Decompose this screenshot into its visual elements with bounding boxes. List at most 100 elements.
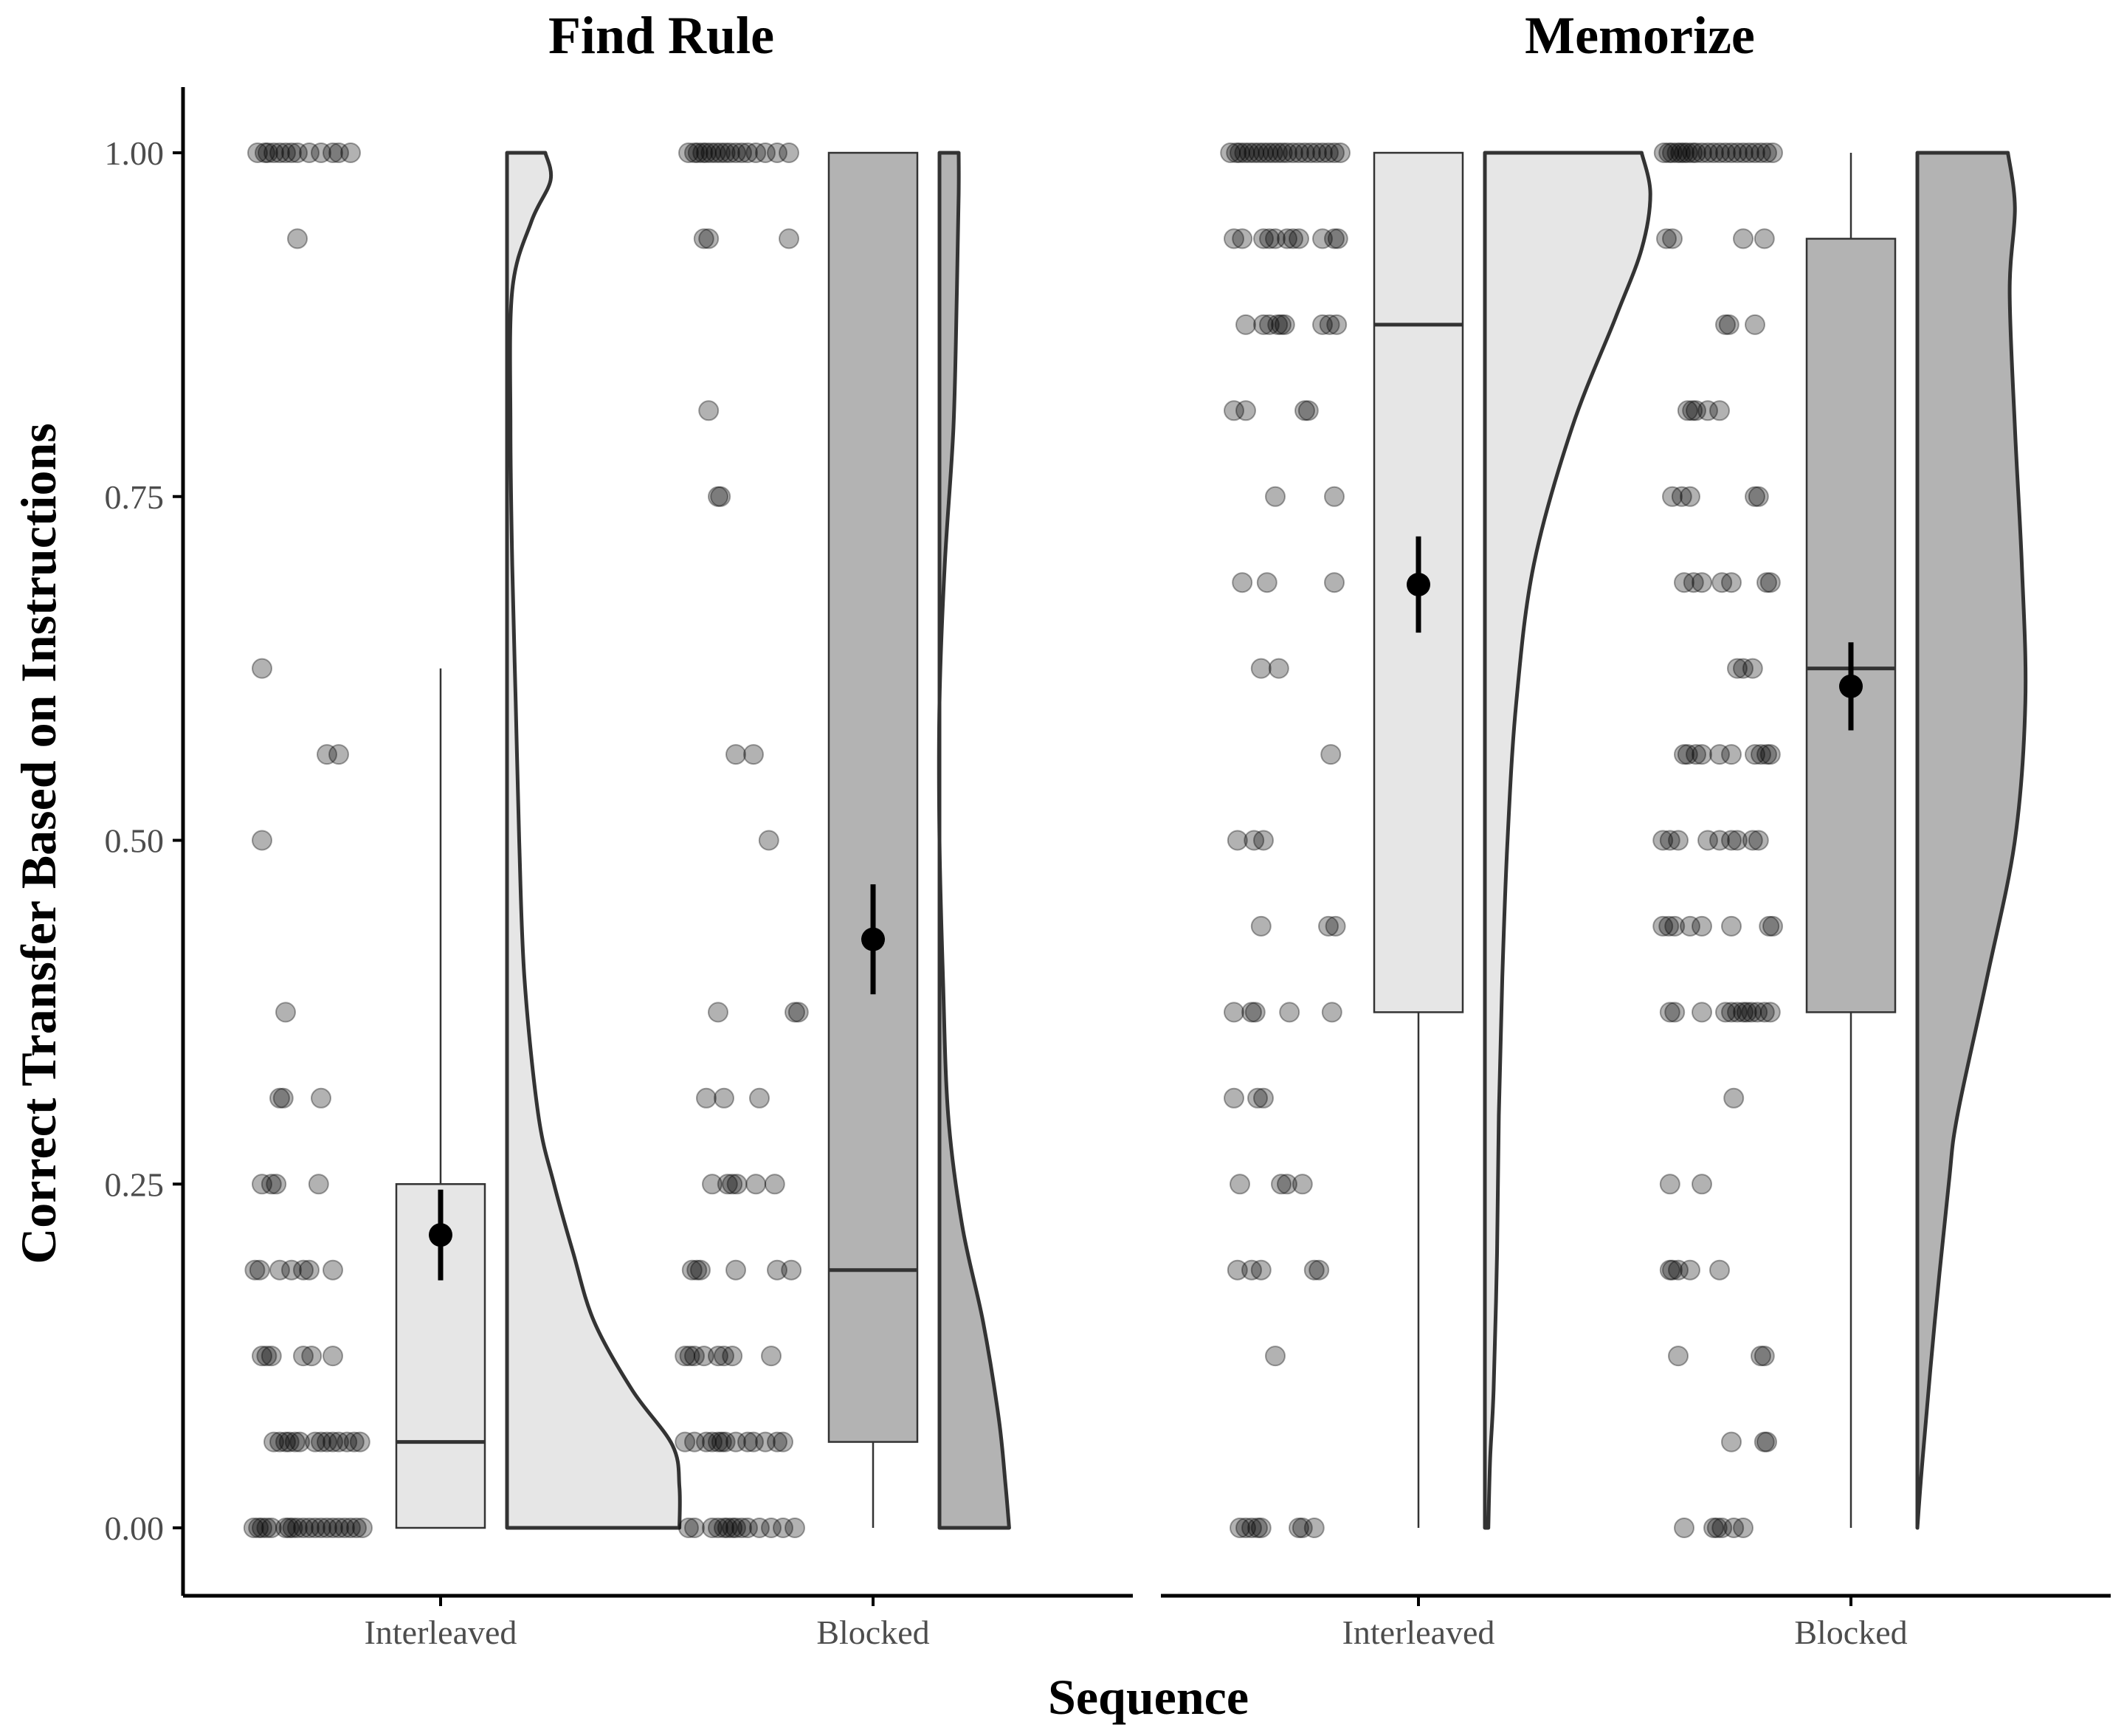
data-point-memorize-blocked <box>1759 572 1781 593</box>
y-tick-label: 0.00 <box>105 1509 165 1547</box>
data-point-memorize-blocked <box>1674 572 1694 593</box>
data-point-find-rule-interleaved <box>305 1518 325 1538</box>
data-point-memorize-interleaved <box>1277 1174 1297 1195</box>
mean-find-rule-interleaved <box>429 1223 452 1247</box>
data-point-memorize-interleaved <box>1312 142 1333 163</box>
data-point-memorize-blocked <box>1662 1259 1683 1281</box>
data-point-memorize-interleaved <box>1330 142 1351 163</box>
data-point-memorize-interleaved <box>1312 314 1333 335</box>
data-point-memorize-interleaved <box>1265 486 1286 507</box>
data-point-memorize-blocked <box>1709 400 1730 421</box>
data-point-find-rule-blocked <box>725 1518 746 1538</box>
data-point-memorize-interleaved <box>1325 915 1346 937</box>
data-point-find-rule-interleaved <box>323 1259 343 1281</box>
data-point-memorize-interleaved <box>1224 1087 1244 1109</box>
data-point-memorize-interleaved <box>1324 572 1345 593</box>
data-point-memorize-blocked <box>1658 915 1680 937</box>
data-point-memorize-blocked <box>1686 400 1706 421</box>
data-point-memorize-blocked <box>1751 142 1771 163</box>
data-point-find-rule-interleaved <box>256 1518 277 1538</box>
data-point-memorize-blocked <box>1653 142 1675 163</box>
data-point-find-rule-blocked <box>684 1346 705 1367</box>
data-point-memorize-interleaved <box>1230 1174 1250 1195</box>
y-tick-label: 0.75 <box>105 478 165 516</box>
data-point-memorize-blocked <box>1677 744 1698 765</box>
data-point-find-rule-interleaved <box>308 1174 329 1195</box>
data-point-find-rule-interleaved <box>323 1346 343 1367</box>
data-point-memorize-blocked <box>1674 142 1694 163</box>
x-axis-title: Sequence <box>1048 1669 1249 1725</box>
data-point-find-rule-blocked <box>761 1346 782 1367</box>
data-point-memorize-blocked <box>1662 142 1683 163</box>
data-point-memorize-interleaved <box>1258 142 1279 163</box>
data-point-memorize-blocked <box>1762 142 1783 163</box>
data-point-memorize-interleaved <box>1227 830 1248 851</box>
data-point-find-rule-interleaved <box>317 1518 337 1538</box>
data-point-find-rule-blocked <box>675 1431 696 1453</box>
data-point-find-rule-interleaved <box>346 1518 367 1538</box>
data-point-memorize-blocked <box>1754 1346 1775 1367</box>
data-point-find-rule-blocked <box>764 1174 785 1195</box>
data-point-memorize-blocked <box>1733 658 1754 679</box>
data-point-memorize-blocked <box>1756 572 1777 593</box>
data-point-memorize-interleaved <box>1312 228 1333 249</box>
data-point-memorize-blocked <box>1747 1002 1768 1023</box>
data-point-find-rule-blocked <box>684 1431 705 1453</box>
data-point-find-rule-blocked <box>679 1346 700 1367</box>
data-point-find-rule-interleaved <box>249 1259 270 1281</box>
data-point-find-rule-interleaved <box>337 1431 358 1453</box>
data-point-memorize-interleaved <box>1272 142 1293 163</box>
data-point-memorize-blocked <box>1748 486 1769 507</box>
data-point-memorize-blocked <box>1756 142 1777 163</box>
data-point-find-rule-blocked <box>767 1431 787 1453</box>
data-point-memorize-interleaved <box>1224 1002 1244 1023</box>
data-point-memorize-interleaved <box>1300 142 1321 163</box>
data-point-find-rule-interleaved <box>349 1431 370 1453</box>
data-point-memorize-blocked <box>1745 142 1765 163</box>
data-point-memorize-interleaved <box>1230 142 1250 163</box>
data-point-memorize-blocked <box>1680 915 1700 937</box>
data-point-memorize-blocked <box>1666 142 1688 163</box>
data-point-memorize-blocked <box>1692 1174 1712 1195</box>
data-point-memorize-blocked <box>1692 572 1712 593</box>
data-point-find-rule-blocked <box>690 1259 711 1281</box>
data-point-memorize-blocked <box>1703 142 1724 163</box>
data-point-find-rule-interleaved <box>328 744 349 765</box>
data-point-find-rule-blocked <box>737 1431 758 1453</box>
data-point-memorize-interleaved <box>1268 658 1289 679</box>
data-point-find-rule-interleaved <box>248 1518 269 1538</box>
data-point-memorize-blocked <box>1692 142 1712 163</box>
data-point-find-rule-blocked <box>693 228 714 249</box>
data-point-memorize-blocked <box>1659 830 1680 851</box>
data-point-memorize-blocked <box>1715 142 1736 163</box>
data-point-find-rule-blocked <box>758 830 779 851</box>
data-point-find-rule-interleaved <box>317 1431 337 1453</box>
data-point-find-rule-blocked <box>722 1518 743 1538</box>
data-point-memorize-blocked <box>1727 1002 1748 1023</box>
data-point-memorize-interleaved <box>1289 1518 1309 1538</box>
data-point-memorize-blocked <box>1721 830 1742 851</box>
data-point-memorize-blocked <box>1668 1259 1689 1281</box>
x-tick-label-find-rule-interleaved: Interleaved <box>365 1613 517 1651</box>
data-point-memorize-blocked <box>1680 1259 1700 1281</box>
data-point-find-rule-blocked <box>737 1518 758 1538</box>
data-point-memorize-blocked <box>1670 142 1692 163</box>
data-point-memorize-interleaved <box>1241 1002 1262 1023</box>
data-point-memorize-blocked <box>1658 142 1680 163</box>
data-point-memorize-interleaved <box>1253 228 1274 249</box>
mean-memorize-blocked <box>1839 674 1863 698</box>
data-point-find-rule-blocked <box>684 142 705 163</box>
data-point-memorize-interleaved <box>1277 228 1297 249</box>
data-point-memorize-interleaved <box>1324 486 1345 507</box>
data-point-find-rule-interleaved <box>252 1518 272 1538</box>
data-point-memorize-interleaved <box>1283 228 1303 249</box>
data-point-memorize-interleaved <box>1318 142 1339 163</box>
data-point-find-rule-blocked <box>737 142 758 163</box>
data-point-memorize-interleaved <box>1253 830 1274 851</box>
data-point-memorize-blocked <box>1745 486 1765 507</box>
data-point-memorize-blocked <box>1664 1002 1686 1023</box>
data-point-memorize-interleaved <box>1303 1518 1325 1538</box>
data-point-find-rule-blocked <box>686 1259 708 1281</box>
data-point-find-rule-interleaved <box>323 1431 343 1453</box>
data-point-find-rule-interleaved <box>256 1346 277 1367</box>
